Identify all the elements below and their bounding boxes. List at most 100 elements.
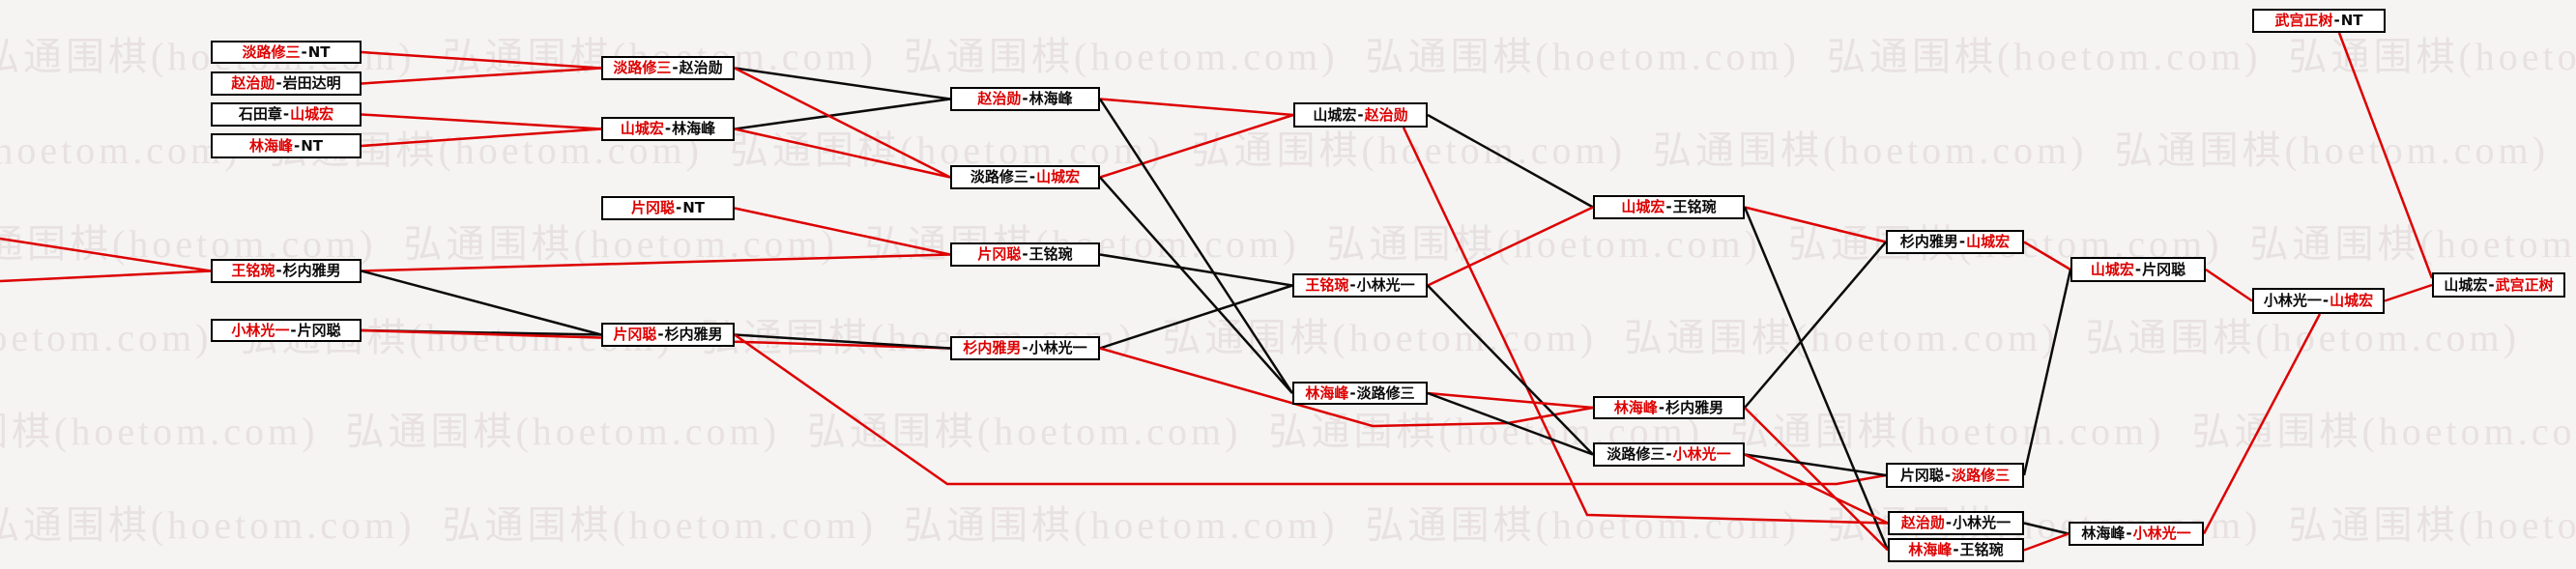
match-box: 杉内雅男-小林光一 — [950, 336, 1100, 360]
connector-line — [1099, 253, 1293, 287]
name-separator: - — [1958, 233, 1966, 250]
connector-line — [2202, 313, 2322, 535]
name-separator: - — [282, 105, 290, 123]
player-name: 淡路修三 — [1356, 384, 1415, 402]
match-box: 片冈聪-杉内雅男 — [601, 323, 735, 347]
connector-line — [1744, 453, 1889, 525]
match-box: 淡路修三-山城宏 — [950, 165, 1100, 189]
player-name: 片冈聪 — [613, 326, 657, 343]
player-name: 片冈聪 — [297, 321, 341, 339]
connector-line — [0, 237, 212, 272]
player-name: 淡路修三 — [613, 59, 672, 76]
name-separator: - — [1349, 276, 1356, 294]
connector-line — [2023, 522, 2069, 535]
name-separator: - — [672, 59, 679, 76]
match-box: 小林光一-片冈聪 — [211, 319, 362, 342]
player-name: 小林光一 — [2263, 292, 2322, 309]
match-box: 片冈聪-NT — [601, 196, 735, 220]
player-name: 片冈聪 — [977, 245, 1022, 263]
name-separator: - — [1658, 398, 1665, 416]
name-separator: - — [301, 43, 307, 61]
connector-line — [361, 253, 951, 272]
player-name: 山城宏 — [1313, 105, 1357, 124]
player-name: 山城宏 — [2444, 275, 2488, 294]
watermark-text: 弘通围棋(hoetom.com) 弘通围棋(hoetom.com) 弘通围棋(h… — [0, 410, 2576, 453]
player-name: 山城宏 — [290, 105, 334, 123]
connector-line — [1427, 113, 1594, 209]
player-name: 杉内雅男 — [1665, 398, 1724, 416]
player-name: 杉内雅男 — [282, 262, 341, 279]
player-name: 山城宏 — [1621, 198, 1665, 215]
player-name: 武宫正树 — [2274, 12, 2333, 29]
connector-line — [734, 333, 1887, 486]
match-box: 林海峰-淡路修三 — [1292, 382, 1428, 405]
player-name: 武宫正树 — [2495, 275, 2554, 294]
player-name: 赵治勋 — [679, 59, 723, 76]
player-name: 淡路修三 — [1606, 445, 1665, 463]
player-name: 王铭琬 — [1959, 541, 2004, 558]
match-box: 林海峰-NT — [211, 133, 362, 158]
player-name: 小林光一 — [2132, 525, 2191, 542]
player-name: 淡路修三 — [242, 43, 301, 61]
player-name: 赵治勋 — [231, 74, 275, 92]
connector-line — [1099, 176, 1293, 394]
player-name: NT — [301, 136, 324, 155]
player-name: 赵治勋 — [1900, 514, 1945, 531]
connector-line — [361, 270, 602, 336]
player-name: 赵治勋 — [1364, 105, 1408, 124]
player-name: 山城宏 — [2330, 292, 2374, 309]
player-name: 王铭琬 — [231, 262, 275, 279]
player-name: 林海峰 — [1305, 384, 1349, 402]
connector-line — [361, 50, 602, 70]
match-box: 武宫正树-NT — [2252, 9, 2386, 33]
connector-line — [1099, 347, 1594, 428]
player-name: 小林光一 — [1356, 276, 1415, 294]
match-box: 石田章-山城宏 — [211, 102, 362, 127]
player-name: 小林光一 — [1953, 514, 2012, 531]
match-box: 山城宏-王铭琬 — [1593, 195, 1745, 219]
player-name: 王铭琬 — [1028, 245, 1073, 263]
connector-line — [2023, 241, 2071, 271]
name-separator: - — [1028, 168, 1036, 185]
name-separator: - — [1953, 541, 1959, 558]
connector-line — [1427, 391, 1594, 410]
match-box: 片冈聪-淡路修三 — [1886, 463, 2024, 488]
name-separator: - — [275, 262, 282, 279]
player-name: 林海峰 — [1028, 90, 1073, 107]
connector-line — [1744, 453, 1887, 477]
match-box: 山城宏-武宫正树 — [2432, 272, 2565, 298]
match-box: 山城宏-片冈聪 — [2070, 257, 2206, 282]
name-separator: - — [2126, 525, 2132, 542]
connector-line — [0, 270, 212, 283]
connector-line — [1744, 407, 1889, 552]
name-separator: - — [1022, 245, 1028, 263]
match-box: 林海峰-杉内雅男 — [1593, 396, 1745, 419]
player-name: 林海峰 — [2081, 525, 2126, 542]
player-name: 片冈聪 — [1899, 466, 1944, 484]
name-separator: - — [1945, 514, 1953, 531]
name-separator: - — [2488, 275, 2495, 294]
match-box: 赵治勋-小林光一 — [1888, 511, 2024, 535]
connector-line — [2023, 532, 2069, 552]
player-name: 小林光一 — [231, 321, 290, 339]
player-name: 林海峰 — [1908, 541, 1953, 558]
player-name: 片冈聪 — [2142, 260, 2186, 278]
connector-line — [2337, 32, 2434, 279]
player-name: NT — [682, 199, 706, 216]
connector-line — [1744, 206, 1887, 243]
name-separator: - — [2322, 292, 2330, 309]
match-box: 杉内雅男-山城宏 — [1886, 230, 2024, 254]
name-separator: - — [664, 120, 672, 137]
connector-line — [734, 333, 951, 350]
connector-line — [734, 128, 951, 179]
match-box: 赵治勋-岩田达明 — [211, 71, 362, 96]
connector-line — [2205, 268, 2253, 302]
connector-line — [1427, 206, 1594, 287]
player-name: 片冈聪 — [630, 199, 675, 216]
player-name: 林海峰 — [1613, 398, 1658, 416]
name-separator: - — [1944, 466, 1952, 484]
player-name: 杉内雅男 — [664, 326, 723, 343]
match-box: 小林光一-山城宏 — [2252, 288, 2385, 314]
name-separator: - — [1665, 445, 1672, 463]
player-name: 小林光一 — [1028, 339, 1087, 356]
